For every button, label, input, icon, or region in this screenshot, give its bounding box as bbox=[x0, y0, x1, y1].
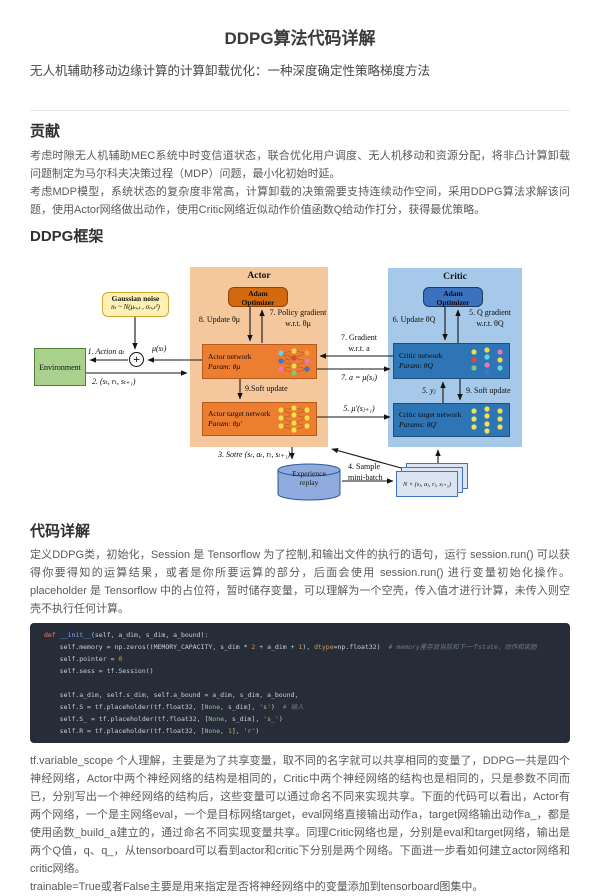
contribution-paragraph-1: 考虑时隙无人机辅助MEC系统中时变信道状态，联合优化用户调度、无人机移动和资源分… bbox=[30, 150, 570, 180]
critic-panel-title: Critic bbox=[443, 272, 467, 282]
label-step5-mu: 5. μ′(sⱼ₊₁) bbox=[343, 404, 375, 413]
label-step5-q-gradient: 5. Q gradient bbox=[469, 308, 511, 317]
label-step7-gradient-wrt: w.r.t. a bbox=[348, 344, 370, 353]
label-step4-minibatch: mini-batch bbox=[348, 473, 383, 482]
ddpg-framework-diagram: Actor Critic Adam Optimizer Adam Optimiz… bbox=[30, 252, 570, 520]
label-mu-st: μ(sₜ) bbox=[152, 344, 167, 353]
label-step7-wrt: w.r.t. θμ bbox=[285, 319, 311, 328]
neural-network-icon bbox=[471, 406, 503, 434]
adam-optimizer-actor: Adam Optimizer bbox=[228, 287, 288, 307]
neural-network-icon bbox=[278, 405, 310, 433]
divider bbox=[30, 110, 570, 111]
actor-network-box: Actor network Param: θμ bbox=[202, 344, 317, 379]
minibatch-card-label: N × (sⱼ, aⱼ, rⱼ, sⱼ₊₁) bbox=[396, 471, 458, 497]
plus-combiner-node: + bbox=[129, 352, 144, 367]
label-step1: 1. Action aₜ bbox=[87, 347, 125, 356]
label-step7-policy-gradient: 7. Policy gradient bbox=[269, 308, 327, 317]
label-step7-gradient: 7. Gradient bbox=[341, 333, 377, 342]
environment-box: Environment bbox=[34, 348, 86, 386]
diagram-arrows bbox=[86, 307, 463, 484]
label-step8: 8. Update θμ bbox=[198, 315, 241, 324]
actor-panel-title: Actor bbox=[247, 271, 271, 281]
critic-target-network-box: Critic target network Params: θQ′ bbox=[393, 403, 510, 437]
label-step2: 2. (sₜ, rₜ, sₜ₊₁) bbox=[92, 377, 136, 386]
code-outro-paragraph-2: trainable=True或者False主要是用来指定是否将神经网络中的变量添… bbox=[30, 881, 484, 893]
code-block: def __init__(self, a_dim, s_dim, a_bound… bbox=[30, 623, 570, 743]
code-outro-paragraph-1: tf.variable_scope 个人理解，主要是为了共享变量，取不同的名字就… bbox=[30, 755, 570, 875]
experience-replay-cylinder bbox=[277, 463, 341, 501]
label-step6: 6. Update θQ bbox=[392, 315, 436, 324]
code-intro-paragraph: 定义DDPG类，初始化，Session 是 Tensorflow 为了控制,和输… bbox=[30, 549, 570, 615]
label-step3-store: 3. Sotre (sₜ, aₜ, rₜ, sₜ₊₁) bbox=[218, 450, 291, 459]
neural-network-icon bbox=[278, 347, 310, 376]
label-step5-q-wrt: w.r.t. θQ bbox=[476, 319, 504, 328]
label-step9-critic: 9. Soft update bbox=[466, 386, 511, 395]
label-step7-action: 7. a = μ(sⱼ) bbox=[341, 373, 377, 382]
neural-network-icon bbox=[471, 347, 503, 375]
label-step5-y: 5. yⱼ bbox=[422, 386, 436, 395]
critic-network-box: Critic network Param: θQ bbox=[393, 343, 510, 379]
experience-replay-label: Experience replay bbox=[292, 469, 326, 487]
gaussian-noise-box: Gaussian noise nₜ ~ N(μₙ,ₜ , σₙ,ₜ²) bbox=[102, 292, 169, 317]
adam-optimizer-critic: Adam Optimizer bbox=[423, 287, 483, 307]
page-title: DDPG算法代码详解 bbox=[224, 29, 376, 48]
section-heading-code: 代码详解 bbox=[30, 523, 91, 540]
section-heading-contribution: 贡献 bbox=[30, 123, 61, 140]
page-subtitle: 无人机辅助移动边缘计算的计算卸载优化：一种深度确定性策略梯度方法 bbox=[30, 64, 431, 78]
minibatch-cards: N × (sⱼ, aⱼ, rⱼ, sⱼ₊₁) bbox=[396, 463, 474, 499]
label-step9-actor: 9.Soft update bbox=[245, 384, 288, 393]
label-step4-sample: 4. Sample bbox=[348, 462, 380, 471]
contribution-paragraph-2: 考虑MDP模型，系统状态的复杂度非常高，计算卸载的决策需要支持连续动作空间，采用… bbox=[30, 186, 570, 216]
section-heading-framework: DDPG框架 bbox=[30, 228, 104, 245]
article-page: DDPG算法代码详解 无人机辅助移动边缘计算的计算卸载优化：一种深度确定性策略梯… bbox=[0, 28, 600, 896]
actor-target-network-box: Actor target network Param: θμ′ bbox=[202, 402, 317, 436]
